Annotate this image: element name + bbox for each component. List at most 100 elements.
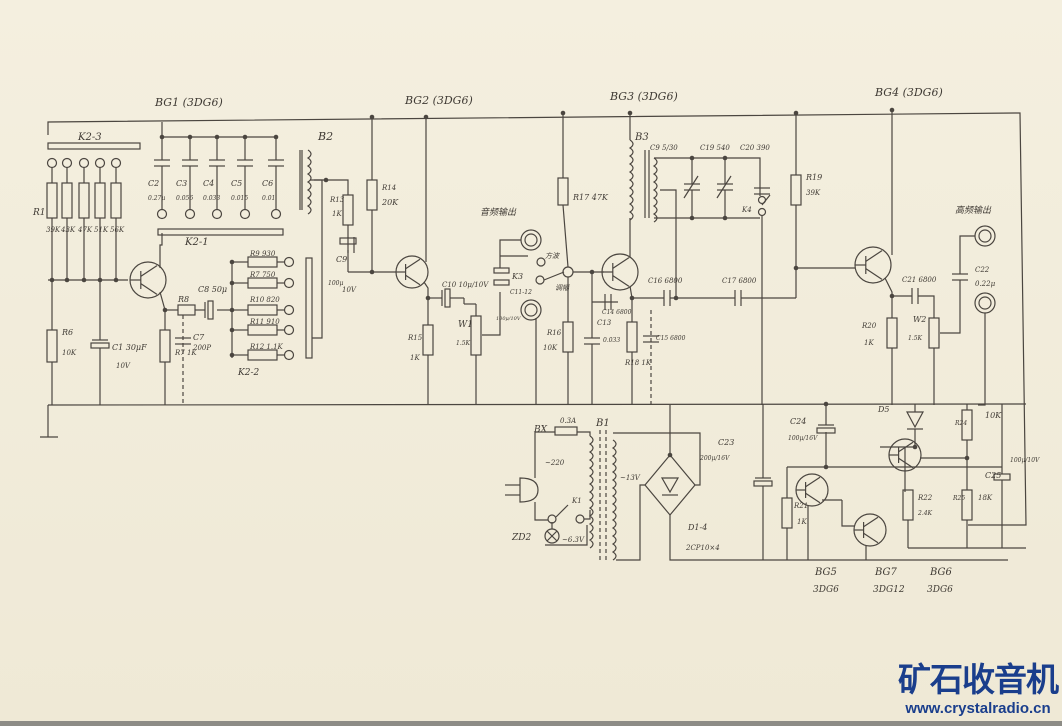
label-bg6: BG6 [929, 567, 953, 578]
wire [654, 157, 761, 196]
label-c4v: 0.033 [203, 195, 220, 202]
scan-edge [0, 721, 1062, 726]
label-ac220: ~220 [545, 459, 565, 467]
switch-contact [535, 275, 545, 285]
label-r6v: 10K [62, 349, 77, 357]
label-bg6t: 3DG6 [927, 585, 953, 595]
label-zd2: ZD2 [511, 533, 531, 543]
label-c10: C10 10μ/10V [442, 281, 489, 289]
label-r4v: 51K [94, 226, 109, 234]
label-c1v: 10V [116, 362, 131, 370]
jack-socket [520, 229, 542, 251]
transistor-bg1 [140, 283, 158, 295]
resistor-r16 [562, 321, 574, 353]
label-audio-out: 音频输出 [480, 207, 517, 218]
label-lamp: ~6.3V [562, 536, 585, 544]
label-r16v: 10K [543, 344, 558, 352]
wire [534, 431, 555, 478]
switch-contact [110, 157, 122, 169]
label-c22v: 0.22μ [975, 280, 996, 288]
label-c7: C7 [193, 333, 205, 342]
coil-b1-secondary [611, 439, 617, 561]
switch-contact [184, 208, 196, 220]
jack-socket [520, 299, 542, 321]
label-sw-b: 调幅 [555, 284, 571, 292]
resistor-r3 [78, 182, 90, 219]
transistor-bg6 [898, 457, 914, 469]
label-bx: BX [533, 425, 548, 435]
capacitor-c10 [444, 288, 451, 308]
resistor-r22 [902, 489, 914, 521]
label-c14: C14 6800 [602, 309, 632, 316]
label-c8: C8 50μ [198, 285, 227, 294]
wire [616, 484, 645, 561]
label-c15: C15 6800 [656, 335, 686, 342]
label-r25: R25 [952, 495, 965, 502]
label-r25v: 18K [978, 494, 993, 502]
label-r24: R24 [954, 420, 967, 427]
switch-contact [61, 157, 73, 169]
label-c9v2: 10V [342, 286, 357, 294]
resistor-r1 [46, 182, 58, 219]
pilot-lamp-zd2 [546, 530, 558, 542]
label-c2v: 0.27μ [148, 195, 165, 202]
wire [534, 502, 548, 521]
label-rf-out: 高频输出 [955, 205, 992, 216]
junction-dot [823, 401, 829, 407]
label-c11v: 100μ/10V [496, 316, 522, 322]
fuse-bx [554, 426, 578, 436]
wire [577, 431, 591, 436]
watermark-name: 矿石收音机 [898, 660, 1059, 699]
jack-socket [974, 225, 996, 247]
wire [499, 239, 521, 256]
label-c5: C5 [231, 179, 242, 188]
label-r13x: R12 1.1K [249, 343, 284, 351]
switch-pivot [562, 266, 574, 278]
switch-bar-k2-1 [157, 228, 284, 236]
capacitor-c12 [493, 279, 510, 286]
diode-symbol [660, 477, 680, 494]
resistor-r13 [342, 194, 354, 226]
switch-contact [270, 208, 282, 220]
label-bg4: BG4 (3DG6) [874, 86, 943, 99]
resistor-r6 [46, 329, 58, 363]
label-c25: C25 [985, 471, 1001, 480]
wire [978, 313, 986, 406]
bridge-rectifier [644, 454, 696, 516]
label-bg7: BG7 [874, 567, 898, 578]
variable-capacitor-arrow [683, 175, 699, 199]
label-c4: C4 [203, 179, 214, 188]
label-c25v: 100μ/10V [1010, 457, 1040, 464]
wire [841, 500, 855, 527]
label-k4: K4 [741, 206, 752, 214]
potentiometer-w2 [928, 317, 940, 349]
label-r13v: 1K [332, 210, 342, 218]
capacitor-c23 [753, 480, 773, 487]
label-w2: W2 [913, 315, 926, 324]
label-bg3: BG3 (3DG6) [609, 90, 678, 103]
label-r7: R7 1K [174, 349, 197, 357]
resistor-r2 [61, 182, 73, 219]
resistor-r13 [247, 349, 278, 361]
label-r1v: 39K [46, 226, 61, 234]
label-r19v: 39K [806, 189, 821, 197]
switch-contact [283, 324, 295, 336]
resistor-r15 [422, 324, 434, 356]
switch-contact [283, 349, 295, 361]
label-c9: C9 [336, 255, 347, 264]
junction-dot [673, 295, 679, 301]
label-r6: R6 [61, 328, 73, 337]
resistor-r21 [781, 497, 793, 529]
coil-b3 [628, 139, 634, 221]
resistor-r10 [247, 277, 278, 289]
transistor-bg5 [805, 476, 821, 488]
resistor-r11 [247, 304, 278, 316]
label-r12: R11 910 [249, 318, 280, 326]
label-c5v: 0.015 [231, 195, 248, 202]
resistor-r4 [94, 182, 106, 219]
junction-dot [793, 110, 799, 116]
label-r20v: 1K [864, 339, 874, 347]
jack-socket [524, 233, 538, 247]
wire [562, 204, 569, 268]
